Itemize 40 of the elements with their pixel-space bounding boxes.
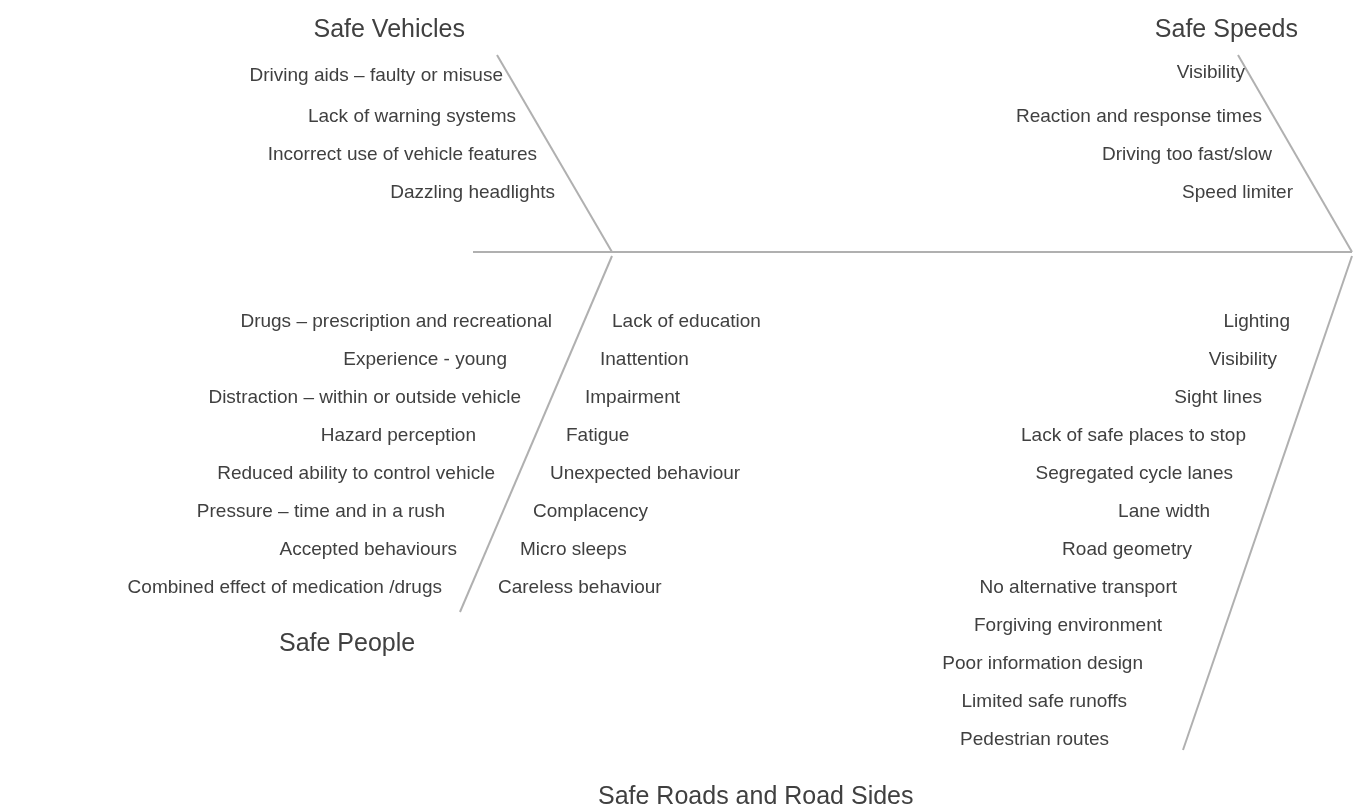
cause-label: Pressure – time and in a rush bbox=[196, 499, 445, 523]
cause-label: Road geometry bbox=[1062, 537, 1192, 561]
cause-label: Inattention bbox=[600, 347, 689, 371]
cause-label: Drugs – prescription and recreational bbox=[240, 309, 552, 333]
cause-label: Pedestrian routes bbox=[960, 727, 1109, 751]
category-heading: Safe Vehicles bbox=[313, 13, 465, 43]
cause-label: Micro sleeps bbox=[520, 537, 627, 561]
cause-label: Careless behaviour bbox=[498, 575, 662, 599]
cause-label: Driving too fast/slow bbox=[1102, 142, 1272, 166]
cause-label: Lane width bbox=[1118, 499, 1210, 523]
cause-label: Forgiving environment bbox=[974, 613, 1162, 637]
cause-label: Reduced ability to control vehicle bbox=[217, 461, 495, 485]
cause-label: Impairment bbox=[585, 385, 681, 409]
cause-label: Driving aids – faulty or misuse bbox=[249, 63, 503, 87]
cause-label: Combined effect of medication /drugs bbox=[127, 575, 442, 599]
cause-label: Poor information design bbox=[942, 651, 1143, 675]
cause-label: Segregated cycle lanes bbox=[1035, 461, 1233, 485]
category-heading: Safe Roads and Road Sides bbox=[598, 780, 914, 810]
cause-label: Sight lines bbox=[1174, 385, 1262, 409]
cause-label: Dazzling headlights bbox=[390, 180, 555, 204]
cause-label: Lack of education bbox=[612, 309, 761, 333]
cause-label: Lack of warning systems bbox=[307, 104, 516, 128]
cause-label: Lighting bbox=[1223, 309, 1290, 333]
category-heading: Safe Speeds bbox=[1154, 13, 1298, 43]
cause-label: Visibility bbox=[1176, 60, 1245, 84]
cause-label: Hazard perception bbox=[320, 423, 476, 447]
cause-label: Incorrect use of vehicle features bbox=[267, 142, 537, 166]
cause-label: Reaction and response times bbox=[1015, 104, 1262, 128]
cause-label: Accepted behaviours bbox=[279, 537, 457, 561]
cause-label: Complacency bbox=[533, 499, 649, 523]
category-heading: Safe People bbox=[279, 627, 416, 657]
cause-label: Unexpected behaviour bbox=[550, 461, 741, 485]
cause-label: No alternative transport bbox=[979, 575, 1177, 599]
cause-label: Experience - young bbox=[343, 347, 507, 371]
cause-label: Visibility bbox=[1208, 347, 1277, 371]
cause-label: Lack of safe places to stop bbox=[1021, 423, 1246, 447]
cause-label: Distraction – within or outside vehicle bbox=[208, 385, 521, 409]
cause-label: Speed limiter bbox=[1182, 180, 1293, 204]
cause-label: Limited safe runoffs bbox=[961, 689, 1127, 713]
cause-label: Fatigue bbox=[566, 423, 630, 447]
